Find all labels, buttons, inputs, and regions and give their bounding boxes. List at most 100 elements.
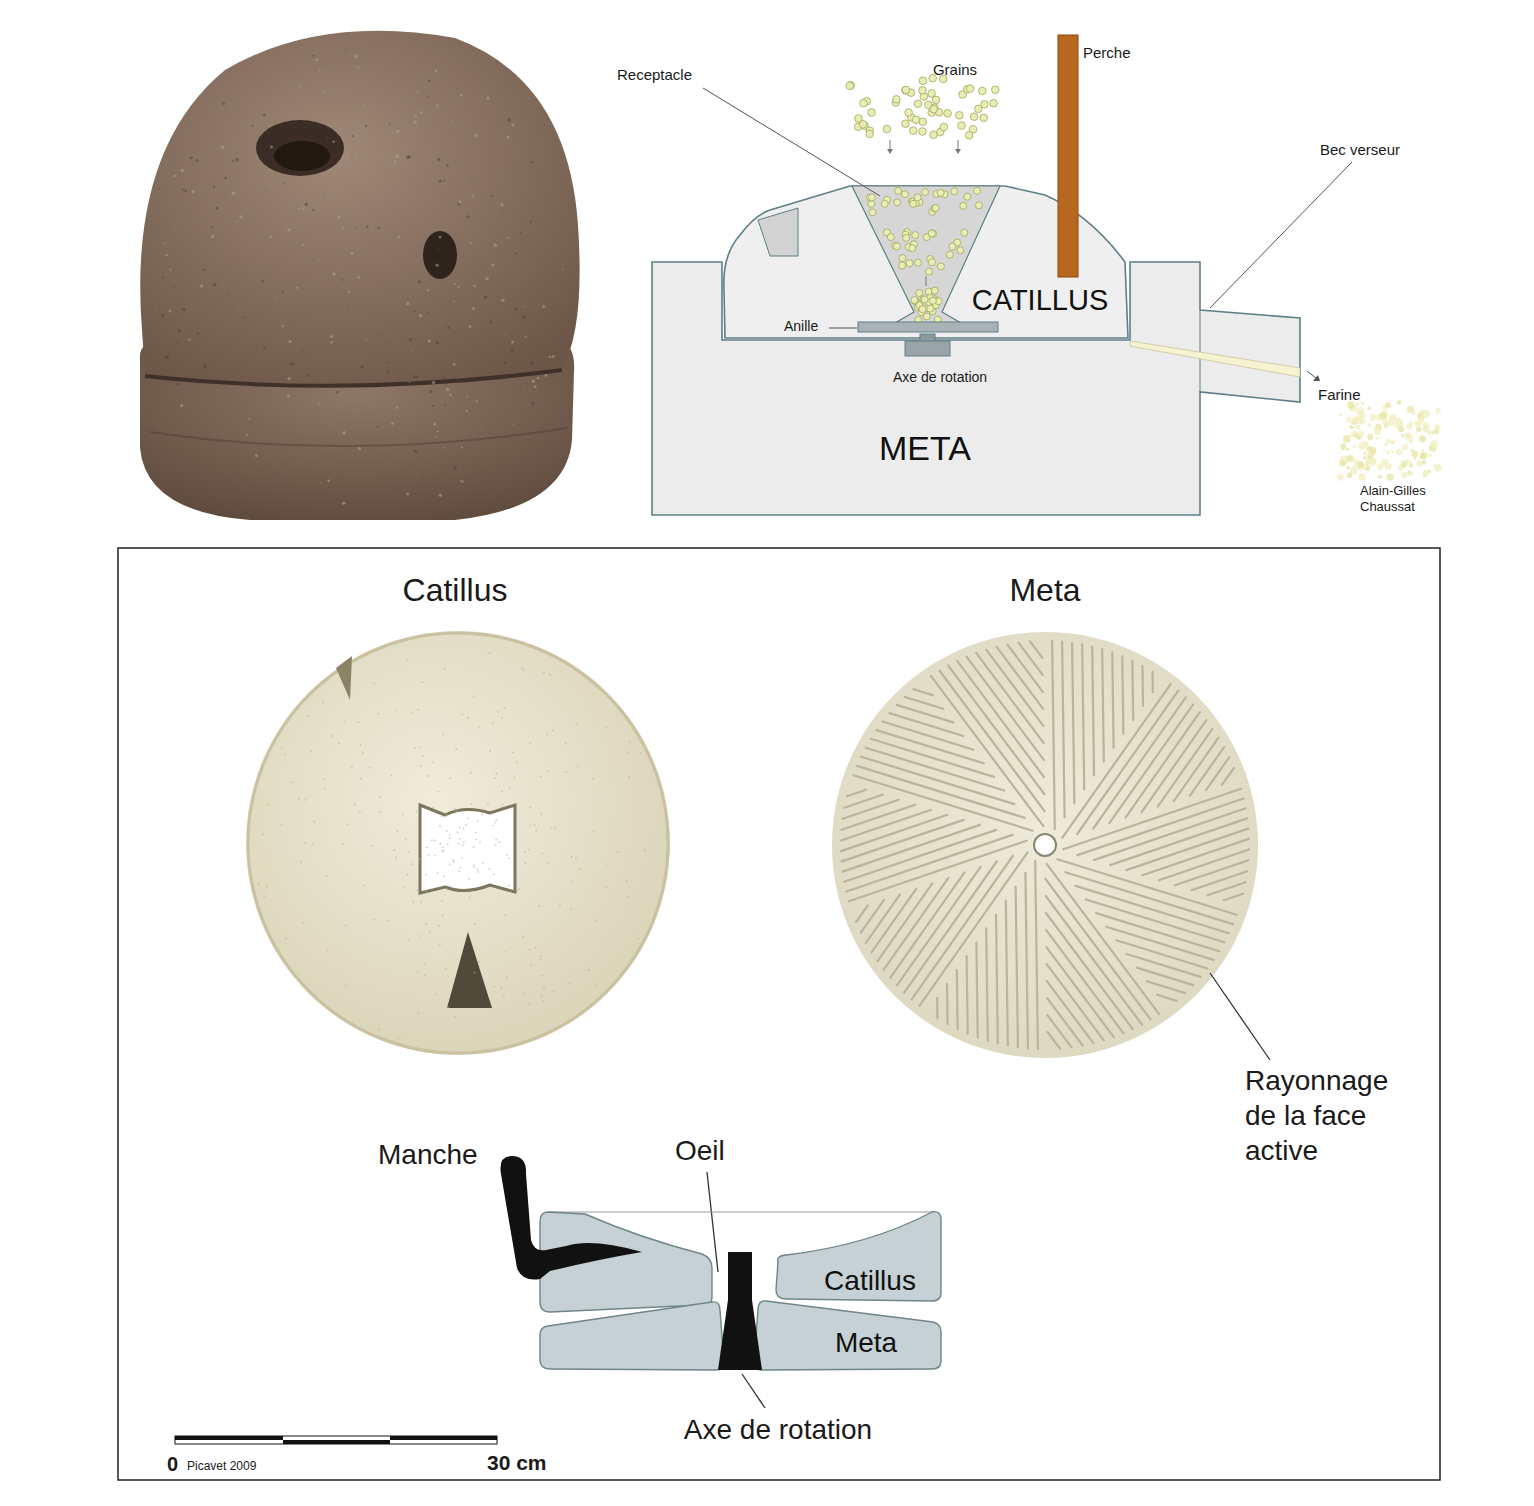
axis-block [905, 341, 950, 356]
stone-speck [330, 335, 333, 338]
flour-dust [1420, 453, 1427, 460]
stone-speck [342, 431, 346, 435]
sand-speck [363, 885, 365, 887]
sand-speck [281, 747, 283, 749]
grains [846, 74, 999, 139]
stone-speck [170, 269, 172, 271]
sand-speck [495, 839, 497, 841]
stone-speck [177, 341, 179, 343]
sand-speck [420, 765, 422, 767]
sand-speck [497, 711, 499, 713]
flour-dust [1422, 450, 1425, 453]
flour-dust [1421, 420, 1423, 422]
flour-dust [1383, 449, 1385, 451]
groove [1147, 981, 1185, 993]
sand-speck [444, 668, 446, 670]
catillus-section-right [776, 1212, 941, 1301]
stone-speck [240, 215, 243, 218]
flour-dust [1354, 433, 1358, 437]
groove [1224, 894, 1243, 901]
stone-speck [394, 160, 396, 162]
sand-speck [369, 767, 371, 769]
sand-speck [442, 850, 444, 852]
groove [1062, 642, 1065, 818]
stone-speck [319, 338, 320, 339]
flour-dust [1353, 464, 1357, 468]
stone-speck [453, 301, 455, 303]
stone-speck [507, 237, 509, 239]
flour-dust [1422, 422, 1429, 429]
sand-speck [637, 938, 639, 940]
groove [897, 705, 954, 723]
grain [902, 87, 910, 95]
stone-speck [436, 264, 439, 267]
sand-speck [442, 733, 444, 735]
groove [912, 856, 1013, 999]
sand-speck [359, 811, 361, 813]
stone-speck [327, 480, 330, 483]
sand-speck [525, 862, 527, 864]
sand-speck [395, 857, 397, 859]
sand-speck [373, 682, 375, 684]
stone-speck [252, 125, 254, 127]
groove [1025, 873, 1028, 1049]
catillus-texture [258, 652, 646, 1039]
part-label: Farine [1318, 386, 1361, 405]
stone-speck [447, 326, 450, 329]
stone-speck [486, 96, 489, 99]
stone-speck [466, 396, 468, 398]
flour-dust [1434, 429, 1439, 434]
sand-speck [508, 857, 510, 859]
groove [884, 878, 949, 970]
anille-bar [858, 322, 998, 332]
node-shape [650, 260, 1305, 517]
sand-speck [530, 807, 532, 809]
stone-speck [196, 159, 199, 162]
sand-speck [442, 915, 444, 917]
stone-speck [484, 296, 487, 299]
stone-speck [302, 244, 304, 246]
stone-speck [436, 436, 438, 438]
stone-speck [323, 91, 325, 93]
grain [990, 99, 998, 107]
groove [1047, 864, 1160, 1014]
groove [872, 889, 917, 952]
sand-speck [571, 856, 573, 858]
sand-speck [492, 825, 494, 827]
grain [960, 202, 967, 209]
grain-arrow [926, 276, 927, 286]
groove [1141, 666, 1144, 706]
quern-joint [145, 370, 562, 386]
sand-speck [535, 947, 537, 949]
sand-speck [393, 849, 395, 851]
sand-speck [554, 828, 556, 830]
groove [1035, 861, 1038, 1049]
stone-speck [299, 85, 301, 87]
sand-speck [474, 923, 476, 925]
leader-line [829, 328, 857, 329]
stone-speck [403, 484, 405, 486]
stone-speck [180, 404, 183, 407]
flour-dust [1363, 456, 1367, 460]
sand-speck [300, 861, 302, 863]
meta-photo [832, 632, 1258, 1058]
stone-speck [176, 383, 179, 386]
sand-speck [391, 775, 393, 777]
sand-speck [521, 667, 523, 669]
stone-speck [414, 450, 417, 453]
flour-dust [1339, 460, 1346, 467]
sand-speck [298, 798, 300, 800]
node-label: Catillus [824, 1264, 916, 1298]
flour-dust [1349, 425, 1353, 429]
groove [946, 984, 949, 1024]
quern-upper-stone [140, 31, 579, 384]
handle [500, 1156, 642, 1280]
stone-speck [503, 334, 504, 335]
flour-dust [1383, 419, 1390, 426]
catillus-photo-rim [248, 633, 668, 1053]
sand-speck [523, 669, 525, 671]
flour-dust [1341, 443, 1347, 449]
stone-speck [444, 447, 445, 448]
stone-speck [289, 340, 292, 343]
stone-speck [414, 310, 416, 312]
